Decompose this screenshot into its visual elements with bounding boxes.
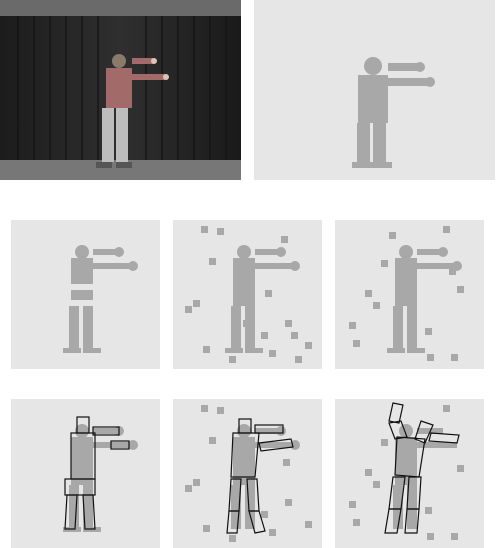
clutter-silhouette-panel	[173, 220, 322, 369]
silhouette-image	[352, 57, 435, 168]
source-photo	[0, 0, 241, 180]
model-fit-image-1	[63, 416, 138, 532]
model-fit-panel-1	[11, 399, 160, 548]
skeleton-model-icon-3	[384, 402, 460, 534]
silhouette-figure	[352, 57, 435, 168]
skeleton-model-icon-2	[226, 418, 294, 534]
model-fit-panel-2	[173, 399, 322, 548]
silhouette-panel	[254, 0, 495, 180]
model-fit-image-2	[185, 405, 312, 542]
person-figure	[96, 54, 169, 168]
skeleton-model-icon	[64, 416, 130, 530]
occluded-silhouette-image	[63, 245, 138, 353]
clutter-silhouette-image-2	[349, 226, 464, 361]
model-fit-image-3	[349, 402, 464, 540]
source-photo-image	[0, 0, 241, 180]
model-fit-panel-3	[335, 399, 484, 548]
occluded-silhouette-panel	[11, 220, 160, 369]
clutter-silhouette-panel-2	[335, 220, 484, 369]
clutter-silhouette-image	[185, 226, 312, 363]
